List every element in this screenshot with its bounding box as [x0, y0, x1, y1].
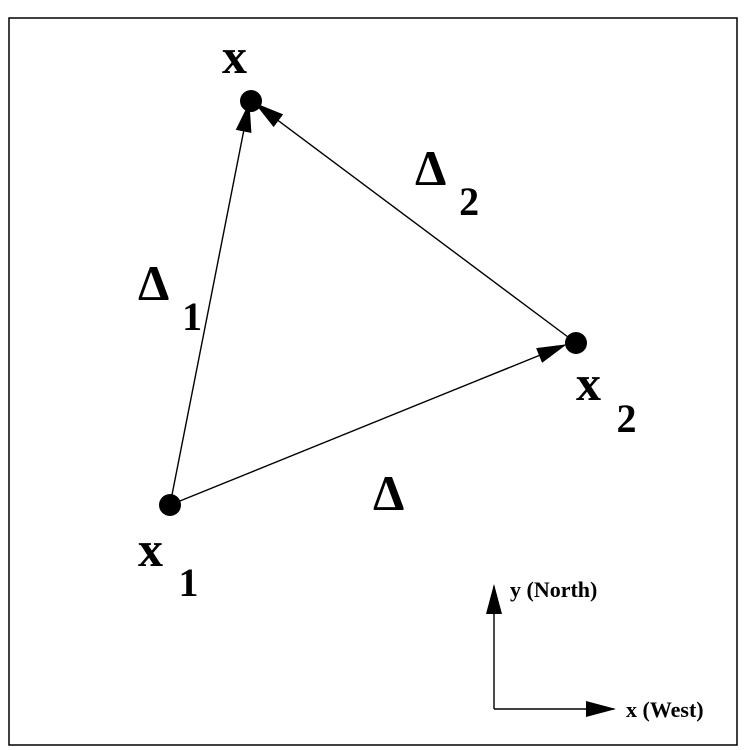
label-point-x2: x 2 [576, 355, 637, 441]
label-point-x2-base: x [576, 355, 601, 411]
label-point-x1: x 1 [138, 521, 199, 605]
vector-delta-arrow [169, 344, 567, 506]
label-point-x1-sub: 1 [179, 560, 199, 605]
label-point-x: x [222, 28, 247, 84]
label-delta1-sub: 1 [182, 294, 202, 339]
vector-delta1-arrow [169, 102, 252, 506]
axis-y-label: y (North) [510, 577, 597, 602]
label-delta2-base: Δ [415, 140, 446, 196]
label-delta: Δ [373, 465, 404, 521]
label-delta2: Δ 2 [415, 140, 479, 224]
diagram-frame [8, 17, 738, 746]
point-x [240, 90, 262, 112]
label-delta1-base: Δ [138, 255, 169, 311]
label-point-x1-base: x [138, 521, 163, 577]
point-x2 [565, 332, 587, 354]
label-point-x2-sub: 2 [617, 396, 637, 441]
axis-x-label: x (West) [626, 697, 704, 722]
point-x1 [159, 494, 181, 516]
label-delta1: Δ 1 [138, 255, 202, 339]
vector-delta2-arrow [254, 102, 577, 344]
label-delta2-sub: 2 [459, 179, 479, 224]
